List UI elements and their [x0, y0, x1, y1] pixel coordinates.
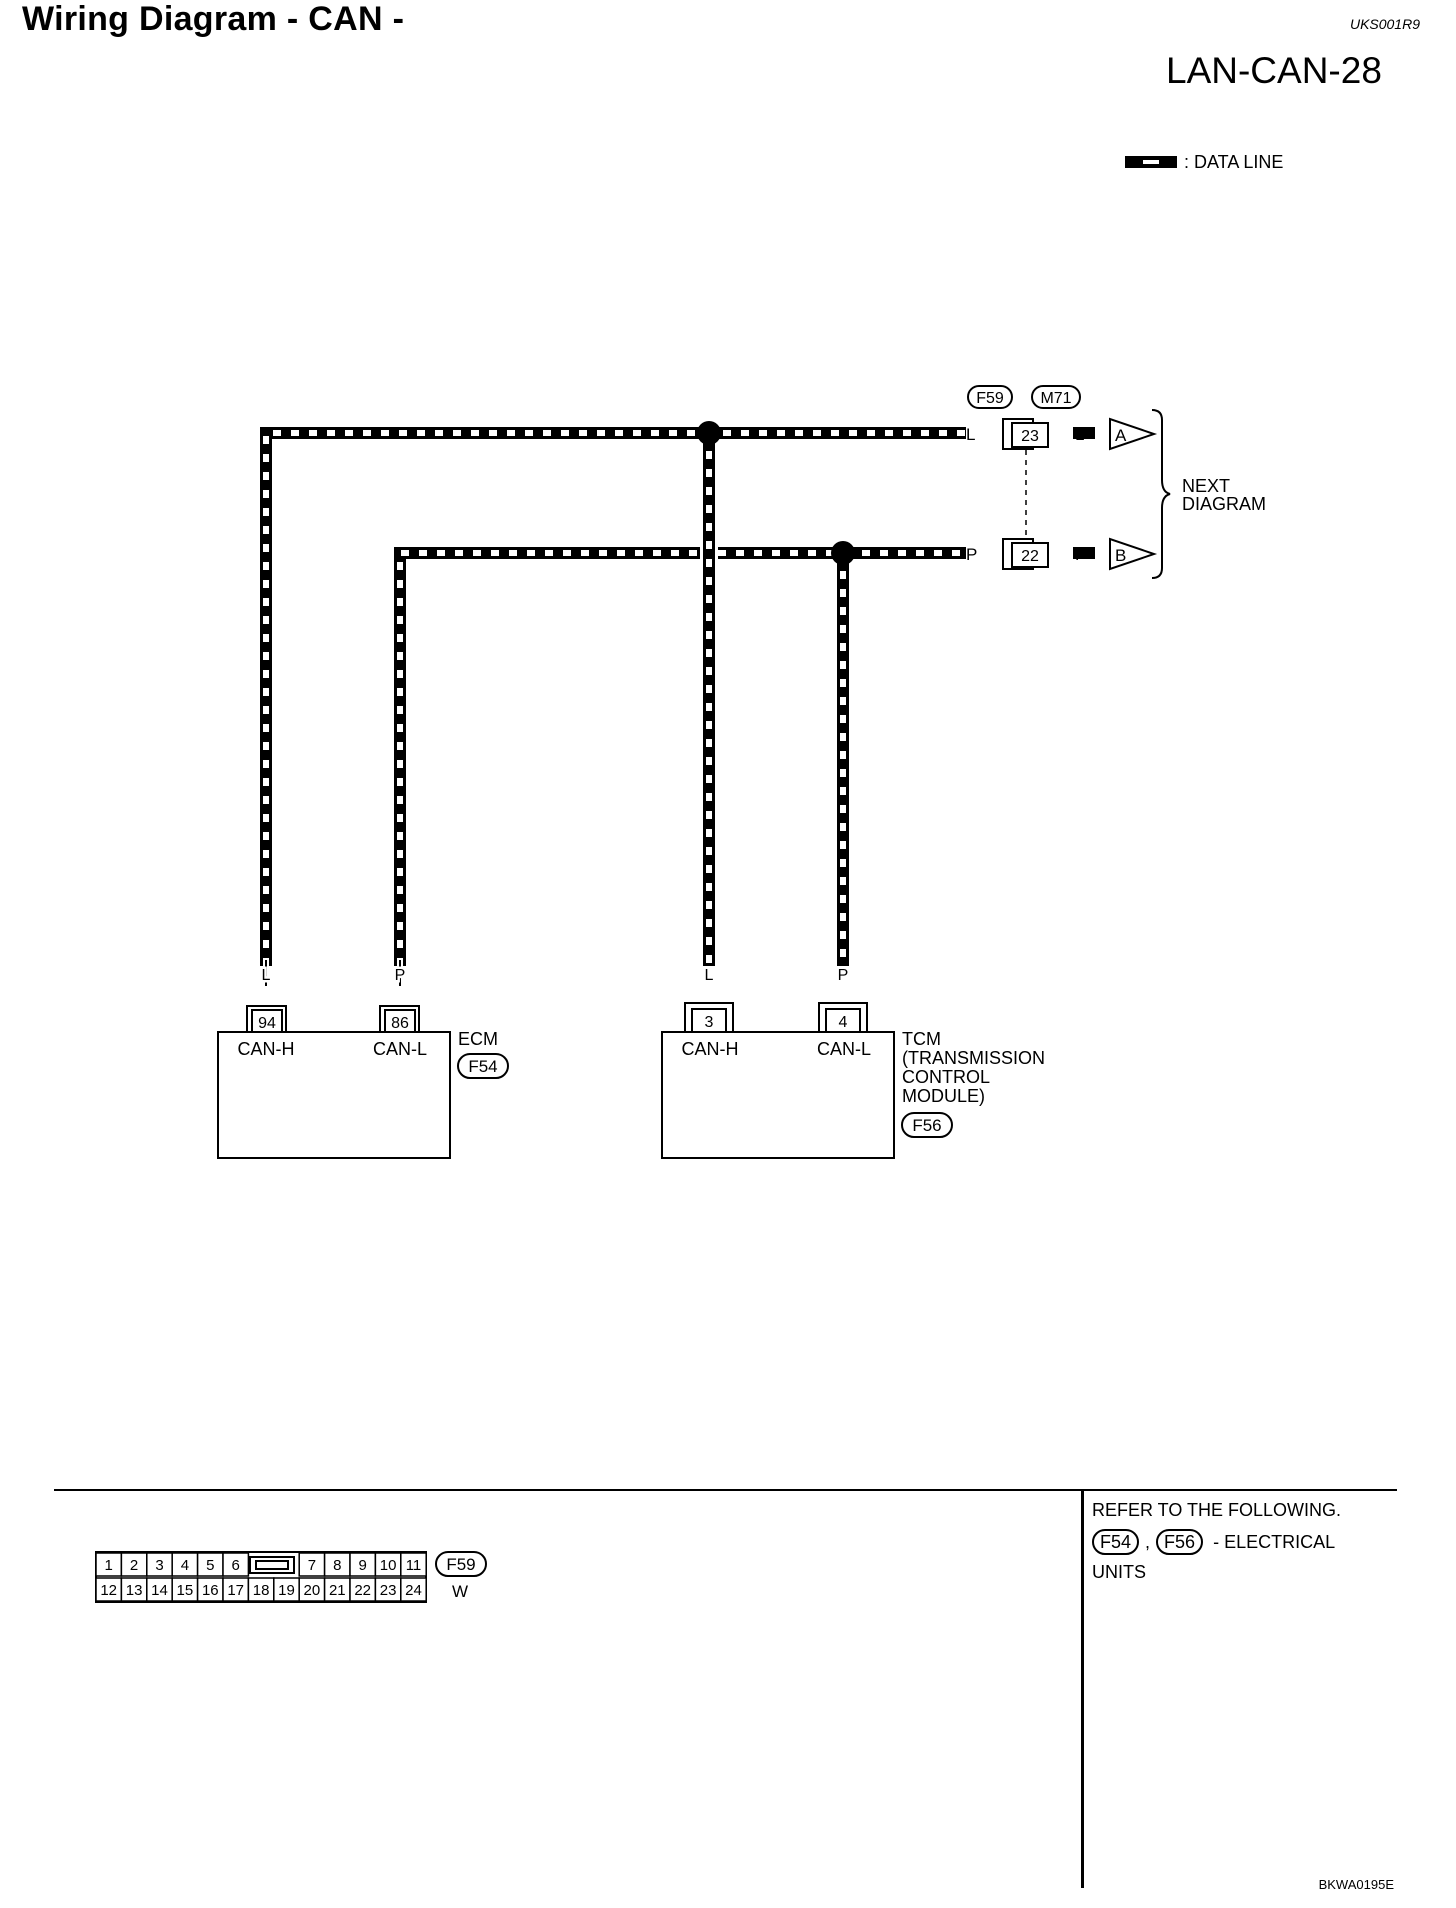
legend: : DATA LINE	[1125, 152, 1283, 172]
connector-face-code: F59	[446, 1555, 475, 1574]
refer-line-1: REFER TO THE FOLLOWING.	[1092, 1500, 1342, 1520]
arrow-letter: B	[1115, 546, 1126, 565]
wire-color-label: L	[705, 967, 714, 984]
connector-pin-label: 1	[105, 1557, 113, 1574]
terminal-number: 86	[391, 1015, 409, 1032]
refer-suffix: - ELECTRICAL	[1213, 1531, 1336, 1552]
unit-name: TCM	[902, 1029, 941, 1049]
tcm-terminals: L 3 P 4	[684, 965, 868, 1033]
wire-color-label: P	[966, 545, 977, 564]
connector-code-badge: M71	[1031, 385, 1081, 409]
connector-pin-label: 8	[333, 1557, 341, 1574]
connector-pin-label: 14	[151, 1582, 168, 1599]
next-diagram-arrows: A B NEXT DIAGRAM	[1109, 409, 1266, 579]
vertical-divider	[1081, 1490, 1084, 1888]
terminal-signal-label: CAN-H	[238, 1039, 295, 1059]
connector-cell	[400, 1552, 427, 1577]
unit-name: ECM	[458, 1029, 498, 1049]
connector-pin-label: 24	[405, 1582, 422, 1599]
section-code: LAN-CAN-28	[1166, 50, 1382, 91]
terminal-signal-label: CAN-H	[682, 1039, 739, 1059]
wire-color-label: P	[838, 967, 849, 984]
refer-code-badge: F54	[1092, 1529, 1140, 1555]
connector-pin-label: 6	[232, 1557, 240, 1574]
refer-separator: ,	[1145, 1531, 1151, 1552]
bottom-divider	[54, 1489, 1397, 1491]
terminal-number: 4	[839, 1014, 848, 1031]
tcm-unit: CAN-H CAN-L TCM (TRANSMISSION CONTROL MO…	[661, 1029, 1045, 1159]
wire-color-label: P	[395, 967, 406, 984]
connector-pin-label: 10	[380, 1557, 397, 1574]
connector-pin-label: 4	[181, 1557, 189, 1574]
legend-label: : DATA LINE	[1184, 152, 1283, 172]
connector-pin-label: 18	[253, 1582, 270, 1599]
ecm-unit: CAN-H CAN-L ECM F54	[217, 1029, 509, 1159]
connector-pin-label: 13	[126, 1582, 143, 1599]
connector-pin-label: 9	[359, 1557, 367, 1574]
can-l-splice-junction	[831, 541, 855, 565]
inline-connector-f59-m71: F59 M71 23 22	[967, 385, 1081, 570]
connector-pin-label: 12	[100, 1582, 117, 1599]
connector-pin-label: 7	[308, 1557, 316, 1574]
wire-color-label: L	[262, 967, 271, 984]
unit-name: (TRANSMISSION	[902, 1048, 1045, 1068]
wire-color-label: L	[966, 425, 975, 444]
next-diagram-label: NEXT	[1182, 476, 1230, 496]
terminal-signal-label: CAN-L	[373, 1039, 427, 1059]
connector-code-badge: F59	[967, 385, 1013, 409]
can-l-data-line	[394, 541, 1095, 966]
connector-pin-label: 11	[406, 1557, 422, 1574]
arrow-b: B	[1109, 537, 1158, 571]
wire-color-label: P	[1075, 545, 1086, 564]
connector-code: F59	[976, 390, 1004, 407]
arrow-letter: A	[1115, 426, 1127, 445]
connector-pin-label: 16	[202, 1582, 219, 1599]
terminal-number: 3	[705, 1014, 714, 1031]
terminal-number: 94	[258, 1015, 276, 1032]
image-code: BKWA0195E	[1318, 1877, 1394, 1892]
connector-face-color: W	[452, 1582, 468, 1601]
connector-pin-label: 23	[380, 1582, 397, 1599]
connector-pin-label: 17	[227, 1582, 244, 1599]
refer-code-badge: F56	[1156, 1529, 1204, 1555]
next-diagram-label: DIAGRAM	[1182, 494, 1266, 514]
terminal-signal-label: CAN-L	[817, 1039, 871, 1059]
unit-name: CONTROL	[902, 1067, 990, 1087]
connector-pin-label: 2	[130, 1557, 138, 1574]
connector-code: M71	[1040, 390, 1071, 407]
connector-cell	[222, 1552, 250, 1577]
ecm-terminals: L 94 P 86	[246, 960, 420, 1033]
unit-name: MODULE)	[902, 1086, 985, 1106]
can-h-splice-junction	[697, 421, 721, 445]
page-title: Wiring Diagram - CAN -	[22, 0, 405, 38]
wire-color-label: L	[1075, 425, 1084, 444]
connector-pin-number: 22	[1021, 548, 1039, 565]
connector-pin-label: 20	[304, 1582, 321, 1599]
connector-cell	[400, 1577, 427, 1602]
refer-line-3: UNITS	[1092, 1562, 1146, 1582]
connector-pin-label: 5	[206, 1557, 214, 1574]
unit-connector-code: F56	[912, 1116, 941, 1135]
can-h-data-line	[260, 421, 1095, 966]
refer-line-2: F54 , F56 - ELECTRICAL	[1092, 1529, 1335, 1555]
next-diagram-brace	[1151, 409, 1171, 579]
unit-connector-code: F54	[468, 1057, 497, 1076]
connector-pin-label: 3	[155, 1557, 163, 1574]
connector-pin-number: 23	[1021, 428, 1039, 445]
connector-pin-label: 15	[177, 1582, 194, 1599]
arrow-a: A	[1109, 417, 1158, 451]
connector-pin-label: 22	[354, 1582, 371, 1599]
connector-pin-label: 21	[329, 1582, 346, 1599]
connector-pin-label: 19	[278, 1582, 295, 1599]
document-id: UKS001R9	[1349, 16, 1420, 32]
